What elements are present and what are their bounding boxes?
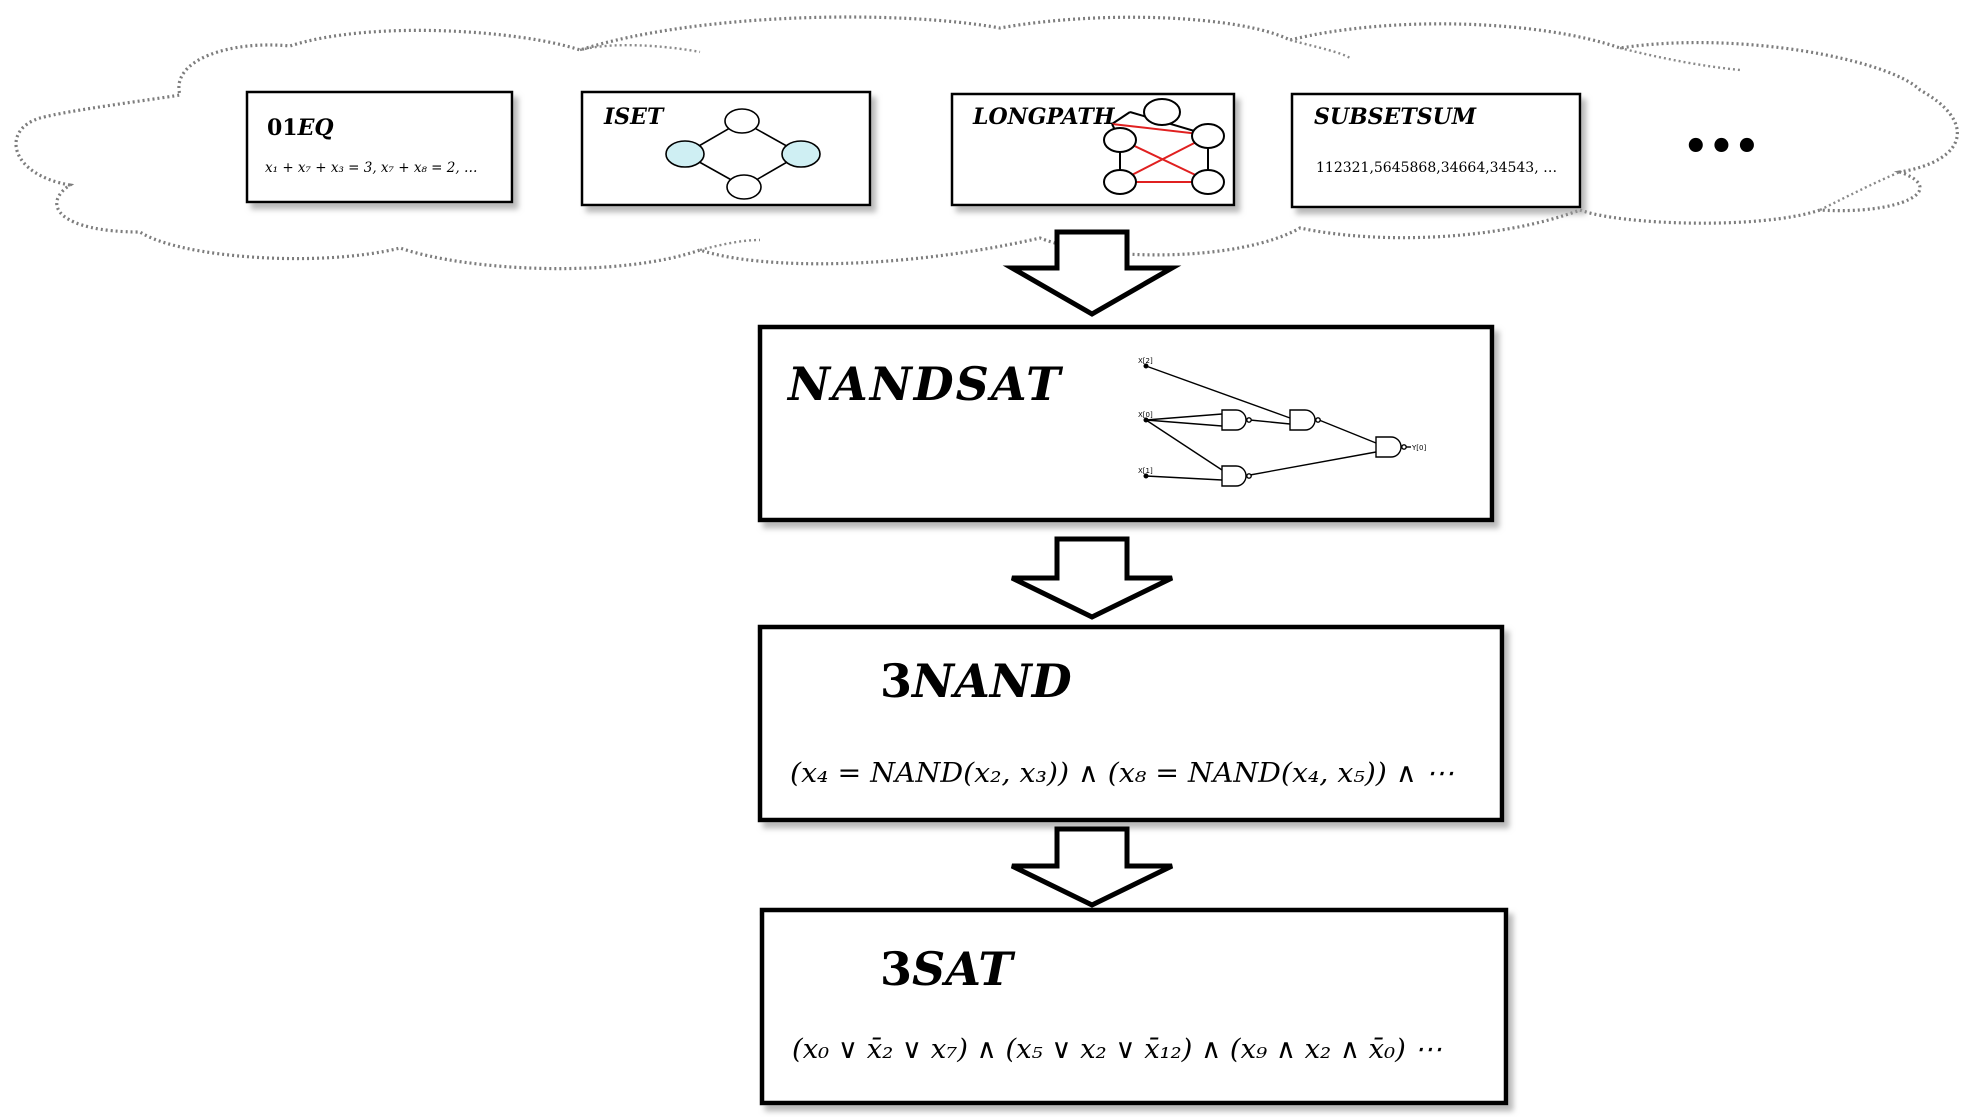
iset-node xyxy=(724,108,760,134)
problem-subsetsum: SUBSETSUM 112321,5645868,34664,34543, … xyxy=(1290,92,1582,209)
nand-gate xyxy=(1221,465,1252,487)
reduction-arrow xyxy=(1010,536,1174,620)
nandsat-title: NANDSAT xyxy=(786,357,1064,411)
sat3-box: 3SAT (x₀ ∨ x̄₂ ∨ x₇) ∧ (x₅ ∨ x₂ ∨ x̄₁₂) … xyxy=(759,907,1509,1106)
iset-graph xyxy=(665,108,821,200)
sat3-title: 3SAT xyxy=(880,942,1016,996)
circuit-input-x1: X[1] xyxy=(1138,467,1153,475)
iset-node-highlighted xyxy=(781,140,821,168)
problem-iset: ISET xyxy=(580,90,872,207)
problem-subsetsum-numbers: 112321,5645868,34664,34543, … xyxy=(1316,160,1557,176)
nand-circuit: X[2] X[0] X[1] Y[0] xyxy=(1138,357,1426,487)
problem-iset-title: ISET xyxy=(603,104,665,130)
nand3-box: 3NAND (x₄ = NAND(x₂, x₃)) ∧ (x₈ = NAND(x… xyxy=(757,624,1505,823)
cloud-seams xyxy=(579,38,1901,252)
problem-01eq-title: 01EQ xyxy=(267,115,334,141)
more-problems-ellipsis: ••• xyxy=(1683,124,1760,170)
sat3-formula: (x₀ ∨ x̄₂ ∨ x₇) ∧ (x₅ ∨ x₂ ∨ x̄₁₂) ∧ (x₉… xyxy=(792,1034,1442,1065)
problem-01eq: 01EQ x₁ + x₇ + x₃ = 3, x₇ + x₈ = 2, … xyxy=(245,90,514,204)
nand-gate xyxy=(1375,436,1411,458)
longpath-node xyxy=(1103,127,1137,153)
longpath-graph xyxy=(1103,98,1225,195)
nand3-title: 3NAND xyxy=(880,654,1072,708)
reduction-arrow xyxy=(1002,229,1182,317)
nand-gate xyxy=(1289,409,1321,431)
iset-node xyxy=(726,174,762,200)
problem-longpath: LONGPATH xyxy=(950,92,1236,207)
longpath-node xyxy=(1143,98,1181,126)
longpath-node xyxy=(1191,169,1225,195)
circuit-input-x0: X[0] xyxy=(1138,411,1153,419)
longpath-node xyxy=(1103,169,1137,195)
circuit-output-y0: Y[0] xyxy=(1411,444,1426,452)
problem-longpath-title: LONGPATH xyxy=(972,104,1116,130)
reduction-arrow xyxy=(1010,826,1174,908)
nand-gate xyxy=(1221,409,1252,431)
longpath-node xyxy=(1191,123,1225,149)
iset-node-highlighted xyxy=(665,140,705,168)
problem-01eq-formula: x₁ + x₇ + x₃ = 3, x₇ + x₈ = 2, … xyxy=(265,160,477,176)
nand3-formula: (x₄ = NAND(x₂, x₃)) ∧ (x₈ = NAND(x₄, x₅)… xyxy=(790,758,1454,789)
nandsat-box: NANDSAT X[2] X[0] X[1] Y[0] xyxy=(757,324,1495,523)
problem-subsetsum-title: SUBSETSUM xyxy=(1314,104,1477,130)
circuit-input-x2: X[2] xyxy=(1138,357,1153,365)
